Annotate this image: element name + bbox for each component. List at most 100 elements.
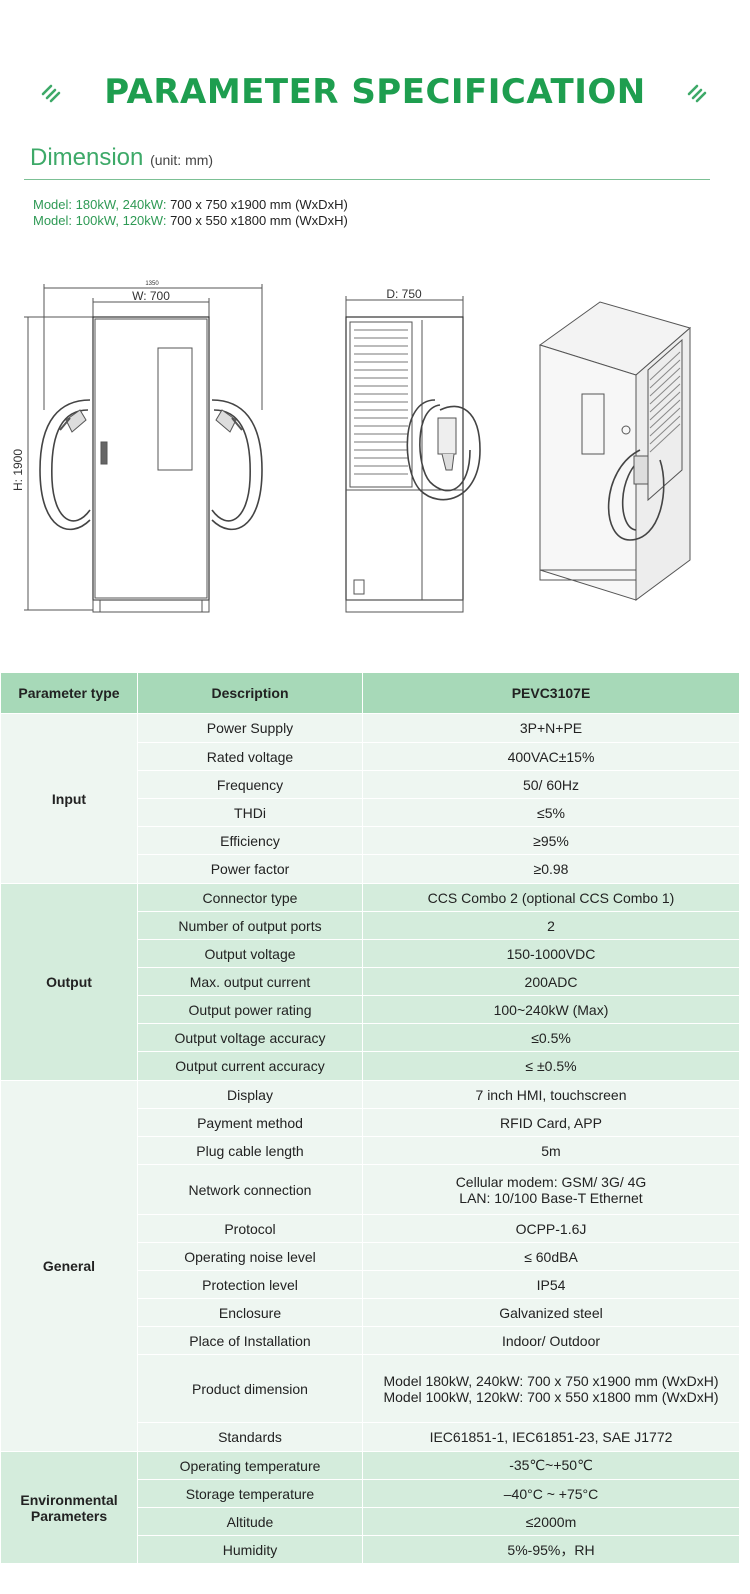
row-value: -35℃~+50℃ xyxy=(362,1451,740,1480)
row-description: Output current accuracy xyxy=(137,1051,363,1081)
model-label: Model: 100kW, 120kW: xyxy=(33,213,167,228)
table-row: Payment method RFID Card, APP xyxy=(1,1108,740,1137)
row-description: Output voltage xyxy=(137,939,363,968)
group-output: Output Connector type CCS Combo 2 (optio… xyxy=(0,883,740,1081)
table-row: Output power rating 100~240kW (Max) xyxy=(1,995,740,1024)
table-row: Altitude ≤2000m xyxy=(1,1507,740,1536)
row-value: –40°C ~ +75°C xyxy=(362,1479,740,1508)
row-description: Power factor xyxy=(137,854,363,884)
row-value: 7 inch HMI, touchscreen xyxy=(362,1080,740,1109)
row-value: Cellular modem: GSM/ 3G/ 4G LAN: 10/100 … xyxy=(362,1164,740,1215)
model-line: Model: 100kW, 120kW: 700 x 550 x1800 mm … xyxy=(33,213,348,229)
table-row: Output Connector type CCS Combo 2 (optio… xyxy=(0,883,740,1081)
table-row: Max. output current 200ADC xyxy=(1,967,740,996)
table-row: Network connection Cellular modem: GSM/ … xyxy=(1,1164,740,1215)
row-description: Product dimension xyxy=(137,1354,363,1423)
model-dimensions: Model: 180kW, 240kW: 700 x 750 x1900 mm … xyxy=(33,197,348,229)
table-row: Protocol OCPP-1.6J xyxy=(1,1214,740,1243)
row-description: Payment method xyxy=(137,1108,363,1137)
table-row: Number of output ports 2 xyxy=(1,911,740,940)
row-value: ≤0.5% xyxy=(362,1023,740,1052)
divider xyxy=(24,179,710,180)
column-header: Parameter type xyxy=(0,672,138,714)
table-row: Place of Installation Indoor/ Outdoor xyxy=(1,1326,740,1355)
row-description: Altitude xyxy=(137,1507,363,1536)
dimension-title: Dimension xyxy=(30,144,144,171)
table-row: Input Power Supply 3P+N+PE xyxy=(0,713,740,884)
table-row: Efficiency ≥95% xyxy=(1,826,740,855)
model-label: Model: 180kW, 240kW: xyxy=(33,197,167,212)
group-name: Input xyxy=(0,713,138,884)
row-value: ≥0.98 xyxy=(362,854,740,884)
row-value: Indoor/ Outdoor xyxy=(362,1326,740,1355)
table-row: Output voltage 150-1000VDC xyxy=(1,939,740,968)
table-row: Humidity 5%-95%，RH xyxy=(1,1535,740,1564)
row-value: 400VAC±15% xyxy=(362,742,740,771)
row-description: Standards xyxy=(137,1422,363,1452)
table-row: Rated voltage 400VAC±15% xyxy=(1,742,740,771)
row-description: Number of output ports xyxy=(137,911,363,940)
row-description: Humidity xyxy=(137,1535,363,1564)
charger-drawings: 1350 W: 700 H: 1900 xyxy=(0,270,750,630)
row-description: Power Supply xyxy=(137,713,363,743)
row-description: Operating noise level xyxy=(137,1242,363,1271)
row-value: 5m xyxy=(362,1136,740,1165)
row-description: Frequency xyxy=(137,770,363,799)
model-line: Model: 180kW, 240kW: 700 x 750 x1900 mm … xyxy=(33,197,348,213)
row-description: Place of Installation xyxy=(137,1326,363,1355)
depth-label: D: 750 xyxy=(386,287,422,301)
row-value: ≤ 60dBA xyxy=(362,1242,740,1271)
value-line: Model 100kW, 120kW: 700 x 550 x1800 mm (… xyxy=(383,1388,719,1405)
table-row: Storage temperature –40°C ~ +75°C xyxy=(1,1479,740,1508)
model-value: 700 x 750 x1900 mm (WxDxH) xyxy=(170,197,348,212)
row-description: Rated voltage xyxy=(137,742,363,771)
column-header: PEVC3107E xyxy=(362,672,740,714)
table-row: Enclosure Galvanized steel xyxy=(1,1298,740,1327)
height-label: H: 1900 xyxy=(11,449,25,491)
group-name: Environmental Parameters xyxy=(0,1451,138,1564)
group-general: General Display 7 inch HMI, touchscreen … xyxy=(0,1080,740,1452)
table-row: Frequency 50/ 60Hz xyxy=(1,770,740,799)
side-view-drawing: D: 750 xyxy=(345,287,481,613)
row-value: ≤ ±0.5% xyxy=(362,1051,740,1081)
row-description: Network connection xyxy=(137,1164,363,1215)
row-description: Efficiency xyxy=(137,826,363,855)
row-value: ≥95% xyxy=(362,826,740,855)
double-slash-icon xyxy=(687,84,707,103)
table-row: General Display 7 inch HMI, touchscreen xyxy=(0,1080,740,1452)
dimension-unit: (unit: mm) xyxy=(150,152,214,168)
table-row: Operating noise level ≤ 60dBA xyxy=(1,1242,740,1271)
row-description: Protection level xyxy=(137,1270,363,1299)
value-line: Model 180kW, 240kW: 700 x 750 x1900 mm (… xyxy=(383,1372,719,1389)
spec-table: Parameter type Description PEVC3107E Inp… xyxy=(0,672,740,1564)
group-name: General xyxy=(0,1080,138,1452)
row-description: Max. output current xyxy=(137,967,363,996)
row-description: Output power rating xyxy=(137,995,363,1024)
group-environmental: Environmental Parameters Operating tempe… xyxy=(0,1451,740,1564)
page-title: PARAMETER SPECIFICATION xyxy=(104,72,646,112)
table-row: Power factor ≥0.98 xyxy=(1,854,740,884)
row-value: 200ADC xyxy=(362,967,740,996)
value-line: LAN: 10/100 Base-T Ethernet xyxy=(459,1189,643,1206)
front-view-drawing: 1350 W: 700 H: 1900 xyxy=(11,281,263,613)
row-description: Display xyxy=(137,1080,363,1109)
row-value: OCPP-1.6J xyxy=(362,1214,740,1243)
row-value: 3P+N+PE xyxy=(362,713,740,743)
total-width-label: 1350 xyxy=(145,281,159,287)
double-slash-icon xyxy=(41,84,61,103)
table-row: Output current accuracy ≤ ±0.5% xyxy=(1,1051,740,1081)
row-value: 100~240kW (Max) xyxy=(362,995,740,1024)
row-value: 2 xyxy=(362,911,740,940)
row-description: Enclosure xyxy=(137,1298,363,1327)
column-header: Description xyxy=(137,672,363,714)
row-description: Connector type xyxy=(137,883,363,912)
row-value: 5%-95%，RH xyxy=(362,1535,740,1564)
table-row: Output voltage accuracy ≤0.5% xyxy=(1,1023,740,1052)
group-name: Output xyxy=(0,883,138,1081)
value-line: Cellular modem: GSM/ 3G/ 4G xyxy=(455,1173,647,1190)
row-description: Storage temperature xyxy=(137,1479,363,1508)
row-value: 150-1000VDC xyxy=(362,939,740,968)
row-value: Galvanized steel xyxy=(362,1298,740,1327)
row-description: THDi xyxy=(137,798,363,827)
perspective-drawing xyxy=(538,301,692,601)
